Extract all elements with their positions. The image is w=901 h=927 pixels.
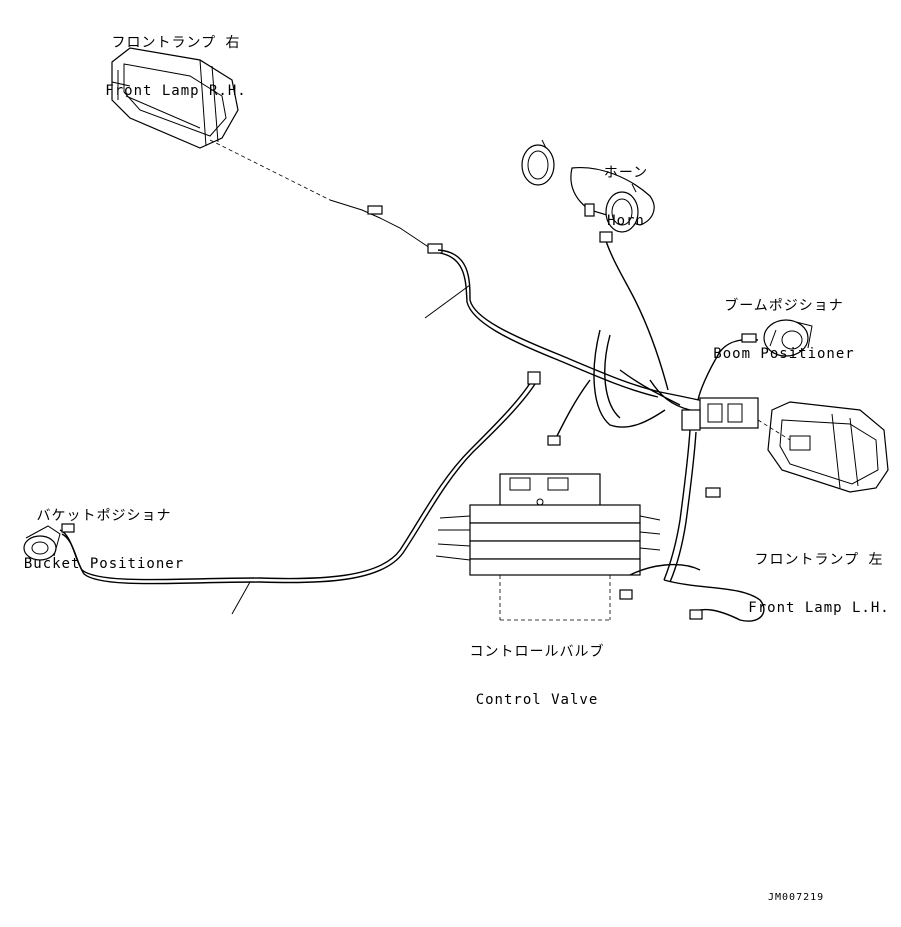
horn-assembly xyxy=(521,139,655,233)
front-lamp-rh-jp: フロントランプ 右 xyxy=(111,35,241,51)
front-lamp-lh-label: フロントランプ 左 Front Lamp L.H. xyxy=(740,520,898,648)
front-lamp-rh-label: フロントランプ 右 Front Lamp R.H. xyxy=(96,3,256,131)
control-valve-jp: コントロールバルブ xyxy=(469,644,605,660)
front-lamp-rh xyxy=(111,47,239,149)
leader-line-bucket xyxy=(231,581,251,615)
control-valve-part xyxy=(435,473,661,621)
horn-en: Horn xyxy=(607,213,645,229)
control-valve-label: コントロールバルブ Control Valve xyxy=(462,612,612,740)
bucket-positioner-part xyxy=(23,525,61,561)
rh-lamp-cable xyxy=(329,199,431,249)
horn-connector xyxy=(599,231,613,243)
front-lamp-lh-en: Front Lamp L.H. xyxy=(748,600,890,616)
harness-connector-a xyxy=(427,243,443,254)
boom-positioner-part xyxy=(763,319,813,357)
bucket-positioner-en: Bucket Positioner xyxy=(23,556,185,572)
right-harness-branch xyxy=(663,429,691,581)
junction-block xyxy=(681,397,759,431)
boom-positioner-en: Boom Positioner xyxy=(713,346,855,362)
main-harness xyxy=(437,249,731,409)
boom-positioner-label: ブームポジショナ Boom Positioner xyxy=(704,266,864,394)
boom-connector xyxy=(741,333,757,343)
bucket-positioner-jp: バケットポジショナ xyxy=(36,508,172,524)
drawing-code: JM007219 xyxy=(768,892,825,903)
horn-jp: ホーン xyxy=(603,165,649,181)
front-lamp-lh xyxy=(767,401,889,493)
lh-lamp-cable-dashed xyxy=(757,419,791,441)
leader-line-harness xyxy=(424,284,471,319)
rh-lamp-cable-dashed xyxy=(209,139,331,201)
boom-positioner-jp: ブームポジショナ xyxy=(724,298,844,314)
control-valve-en: Control Valve xyxy=(475,692,599,708)
bucket-positioner-label: バケットポジショナ Bucket Positioner xyxy=(14,476,194,604)
front-lamp-rh-en: Front Lamp R.H. xyxy=(105,83,247,99)
horn-label: ホーン Horn xyxy=(596,133,656,261)
rh-lamp-connector xyxy=(367,205,383,215)
horn-cable xyxy=(604,237,669,391)
bucket-connector xyxy=(527,371,541,385)
bucket-positioner-cable xyxy=(59,379,533,581)
front-lamp-lh-jp: フロントランプ 左 xyxy=(754,552,884,568)
